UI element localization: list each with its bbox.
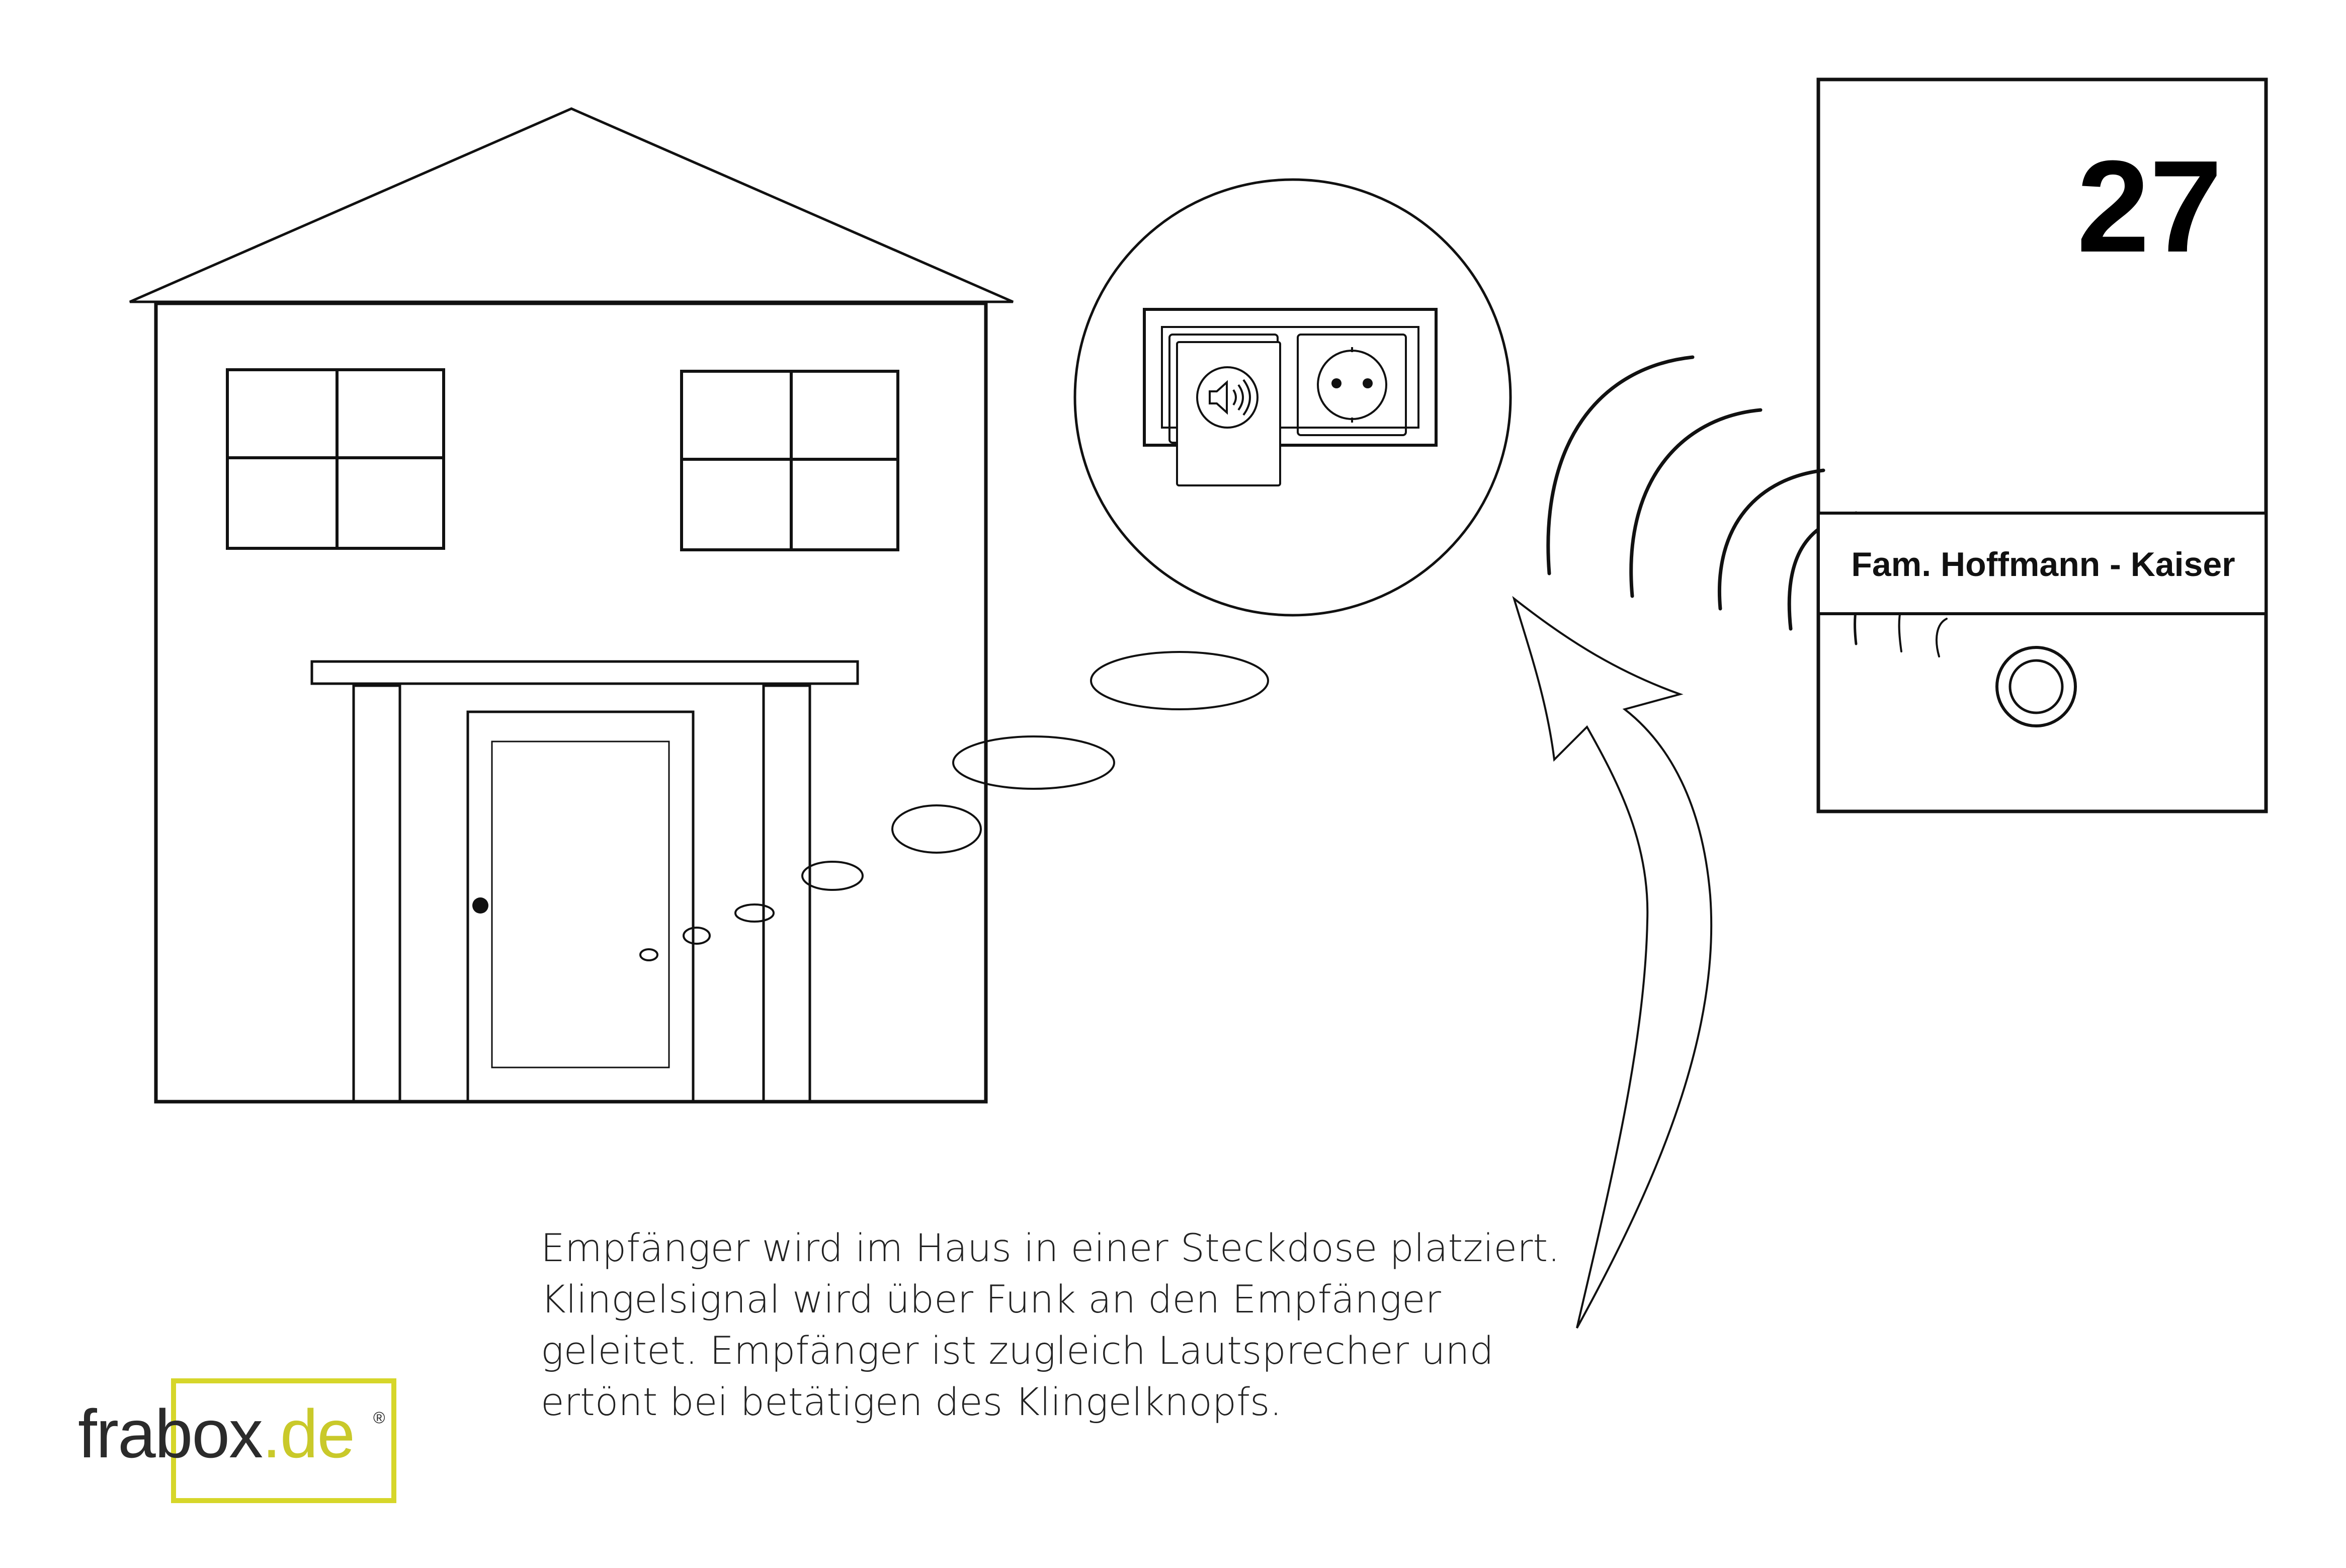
caption-line: Empfänger wird im Haus in einer Steckdos…	[541, 1225, 1560, 1270]
caption-line: geleitet. Empfänger ist zugleich Lautspr…	[541, 1328, 1494, 1373]
house-wall	[154, 301, 988, 1104]
doorbell-button-icon	[1995, 646, 2077, 727]
caption: Empfänger wird im Haus in einer Steckdos…	[541, 1222, 1647, 1428]
socket-frame	[1143, 308, 1438, 447]
porch-canopy	[310, 660, 859, 685]
front-door	[466, 710, 695, 1103]
porch-pillar-right	[762, 684, 811, 1103]
socket-icon	[1297, 334, 1407, 436]
speaker-icon	[1196, 366, 1259, 429]
logo-frame	[171, 1378, 396, 1503]
name-plate	[1817, 512, 2268, 615]
receiver-detail	[1073, 178, 1512, 617]
window-right	[680, 370, 899, 551]
mailbox-body	[1816, 77, 2268, 813]
door-station	[1816, 77, 2268, 813]
door-knob	[472, 897, 488, 914]
house-roof	[129, 107, 1014, 303]
house	[129, 107, 1014, 1104]
caption-line: Klingelsignal wird über Funk an den Empf…	[541, 1277, 1441, 1322]
logo-tld: .de	[262, 1395, 355, 1472]
caption-line: ertönt bei betätigen des Klingelknopfs.	[541, 1379, 1282, 1424]
receiver-plug	[1176, 341, 1281, 486]
logo-name: frabox	[78, 1395, 263, 1472]
registered-mark: ®	[373, 1409, 385, 1427]
transmission-arrow	[1512, 596, 1713, 1329]
frabox-logo: frabox.de	[78, 1394, 355, 1473]
house-number: 27	[2077, 134, 2222, 280]
signal-bubbles	[639, 651, 1269, 961]
window-left	[226, 368, 445, 550]
porch-pillar-left	[352, 684, 401, 1103]
name-plate-label: Fam. Hoffmann - Kaiser	[1851, 545, 2235, 584]
